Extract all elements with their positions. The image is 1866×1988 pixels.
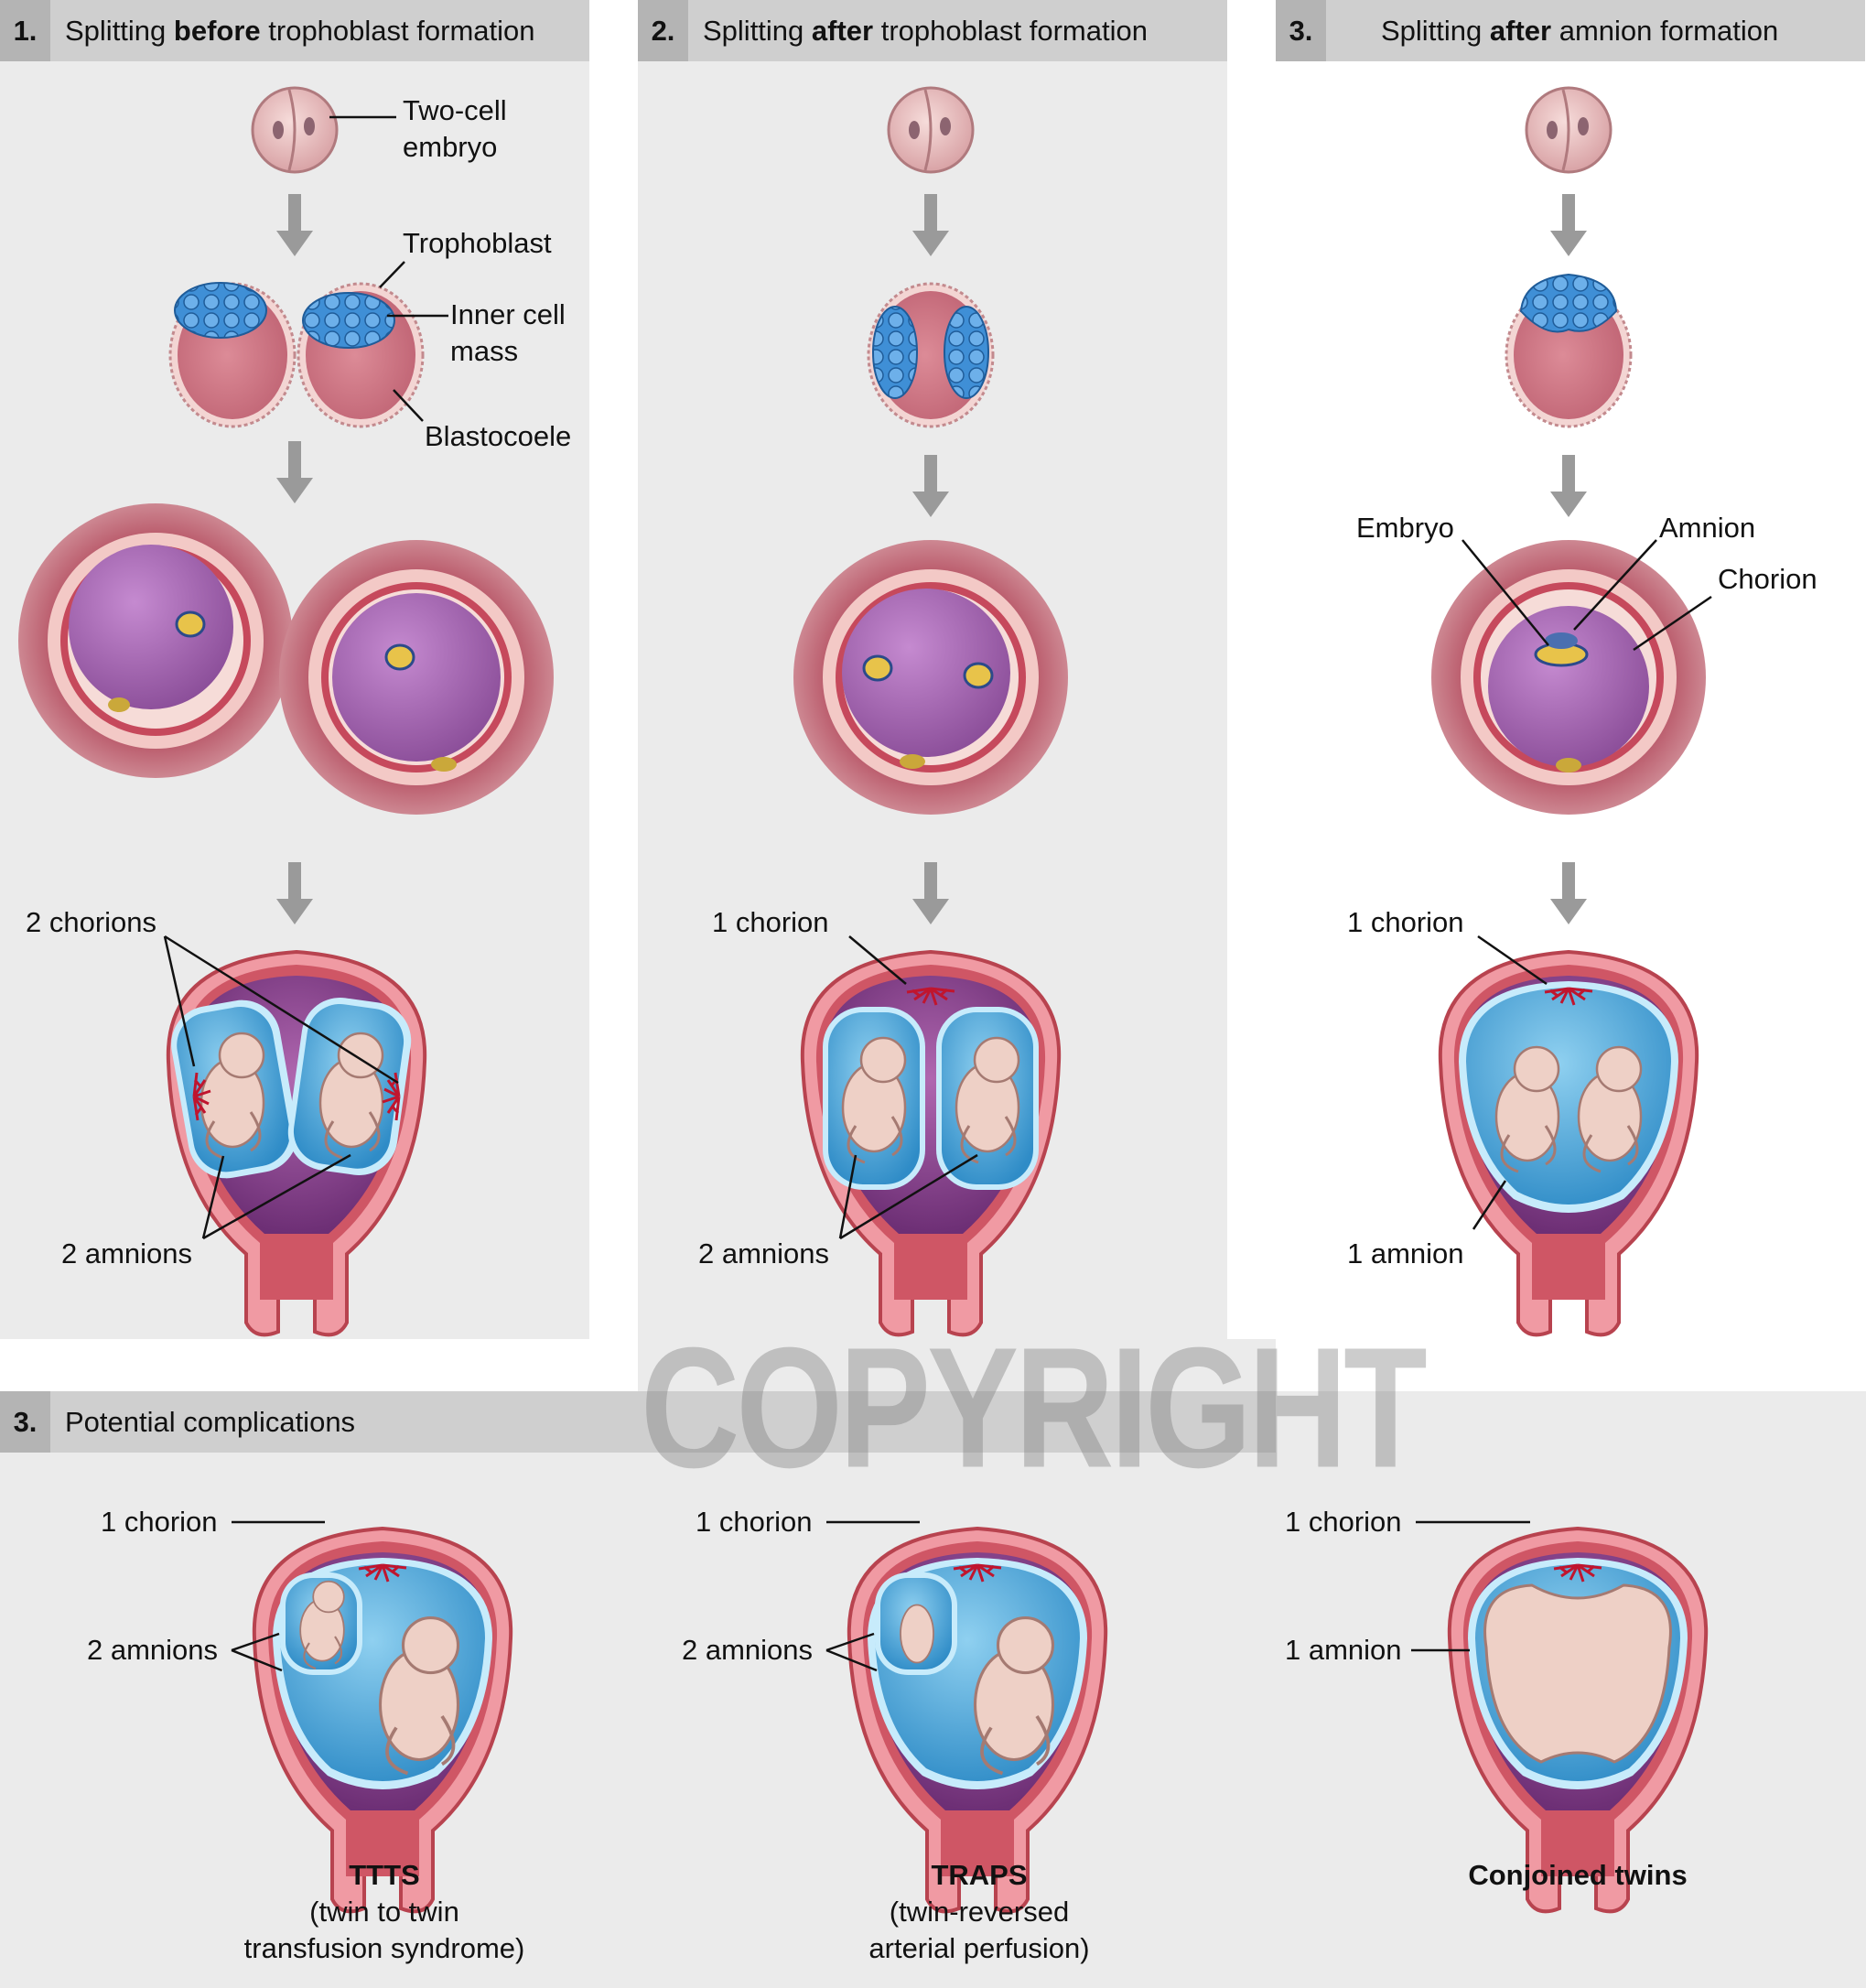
caption-traps-title: TRAPS	[931, 1859, 1028, 1891]
label-amnion: Amnion	[1659, 512, 1756, 544]
label-chorion: Chorion	[1718, 563, 1817, 595]
label-c3-1-chorion: 1 chorion	[1285, 1506, 1402, 1538]
caption-traps: TRAPS (twin-reversed arterial perfusion)	[787, 1857, 1171, 1967]
header-2: 2. Splitting after trophoblast formation	[638, 0, 1227, 61]
header-2-title: Splitting after trophoblast formation	[703, 14, 1148, 47]
label-p3-1-amnion: 1 amnion	[1347, 1237, 1464, 1270]
header-2-number: 2.	[638, 0, 688, 61]
label-p3-1-chorion: 1 chorion	[1347, 906, 1464, 938]
header-1-number: 1.	[0, 0, 50, 61]
label-p2-1-chorion: 1 chorion	[712, 906, 829, 938]
label-2-chorions: 2 chorions	[26, 906, 157, 938]
header-1-title: Splitting before trophoblast formation	[65, 14, 535, 47]
label-2-amnions: 2 amnions	[61, 1237, 193, 1270]
caption-conjoined-title: Conjoined twins	[1468, 1859, 1688, 1891]
header-3-number: 3.	[1276, 0, 1326, 61]
caption-traps-subtitle: (twin-reversed arterial perfusion)	[868, 1896, 1090, 1964]
header-complications-number: 3.	[0, 1391, 50, 1453]
caption-ttts-title: TTTS	[349, 1859, 420, 1891]
header-complications-title: Potential complications	[65, 1405, 356, 1438]
caption-ttts: TTTS (twin to twin transfusion syndrome)	[192, 1857, 577, 1967]
label-trophoblast: Trophoblast	[403, 227, 552, 259]
header-1: 1. Splitting before trophoblast formatio…	[0, 0, 589, 61]
header-3-title: Splitting after amnion formation	[1381, 14, 1779, 47]
label-p2-2-amnions: 2 amnions	[698, 1237, 830, 1270]
header-complications: 3. Potential complications	[0, 1391, 1276, 1453]
label-c1-2-amnions: 2 amnions	[87, 1634, 219, 1666]
header-3: 3. Splitting after amnion formation	[1276, 0, 1865, 61]
panel-2-extension	[638, 1339, 1276, 1391]
label-embryo: Embryo	[1356, 512, 1454, 544]
label-blastocoele: Blastocoele	[425, 420, 572, 452]
label-c2-1-chorion: 1 chorion	[696, 1506, 813, 1538]
caption-conjoined: Conjoined twins	[1386, 1857, 1770, 1894]
label-two-cell-embryo: Two-cell embryo	[403, 94, 507, 163]
label-c3-1-amnion: 1 amnion	[1285, 1634, 1402, 1666]
copyright-watermark: COPYRIGHT	[641, 1311, 1428, 1504]
label-inner-cell-mass: Inner cell mass	[450, 298, 566, 367]
label-c2-2-amnions: 2 amnions	[682, 1634, 814, 1666]
label-c1-1-chorion: 1 chorion	[101, 1506, 218, 1538]
caption-ttts-subtitle: (twin to twin transfusion syndrome)	[243, 1896, 525, 1964]
